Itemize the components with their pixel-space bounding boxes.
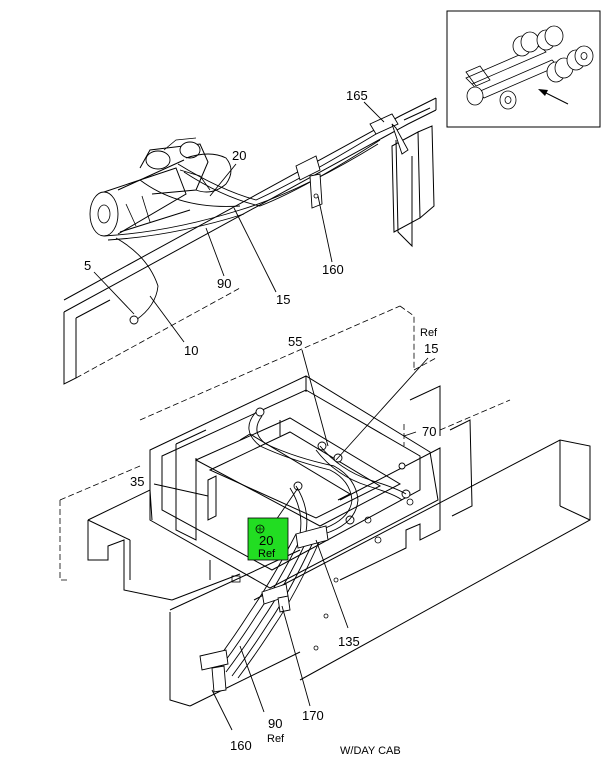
callout-160-top: 160 [322,262,344,277]
lower-frame [59,305,591,707]
callout-90-ref-label: Ref [267,733,285,745]
upper-frame-rail [63,97,437,385]
callout-70: 70 [422,424,436,439]
callout-15-ref-label: Ref [420,327,438,339]
diagram-caption: W/DAY CAB [340,745,401,757]
callout-35: 35 [130,474,144,489]
target-icon [255,524,265,534]
clamp-165 [369,113,409,155]
callout-5: 5 [84,258,91,273]
callout-10: 10 [184,343,198,358]
callout-160-bottom: 160 [230,738,252,753]
callout-90-top: 90 [217,276,231,291]
starter-motor [89,137,211,237]
starter-cables [103,133,381,325]
callout-170: 170 [302,708,324,723]
callout-55: 55 [288,334,302,349]
locator-inset [446,10,601,128]
callout-15-ref-number: 15 [424,341,438,356]
callout-90-ref-number: 90 [268,716,282,731]
lower-harness [199,411,407,693]
highlight-box[interactable] [247,517,289,561]
highlight-ref: Ref [258,548,276,560]
leader-lines [93,101,429,731]
highlight-number: 20 [259,533,273,548]
callout-165: 165 [346,88,368,103]
callout-135: 135 [338,634,360,649]
callout-labels: 165 20 5 90 15 160 10 55 Ref 15 70 35 13… [84,88,438,753]
target-crosshair-icon [257,526,263,532]
callout-20-top: 20 [232,148,246,163]
highlighted-callout-20-ref[interactable]: 20 Ref [247,517,289,561]
callout-15-top: 15 [276,292,290,307]
